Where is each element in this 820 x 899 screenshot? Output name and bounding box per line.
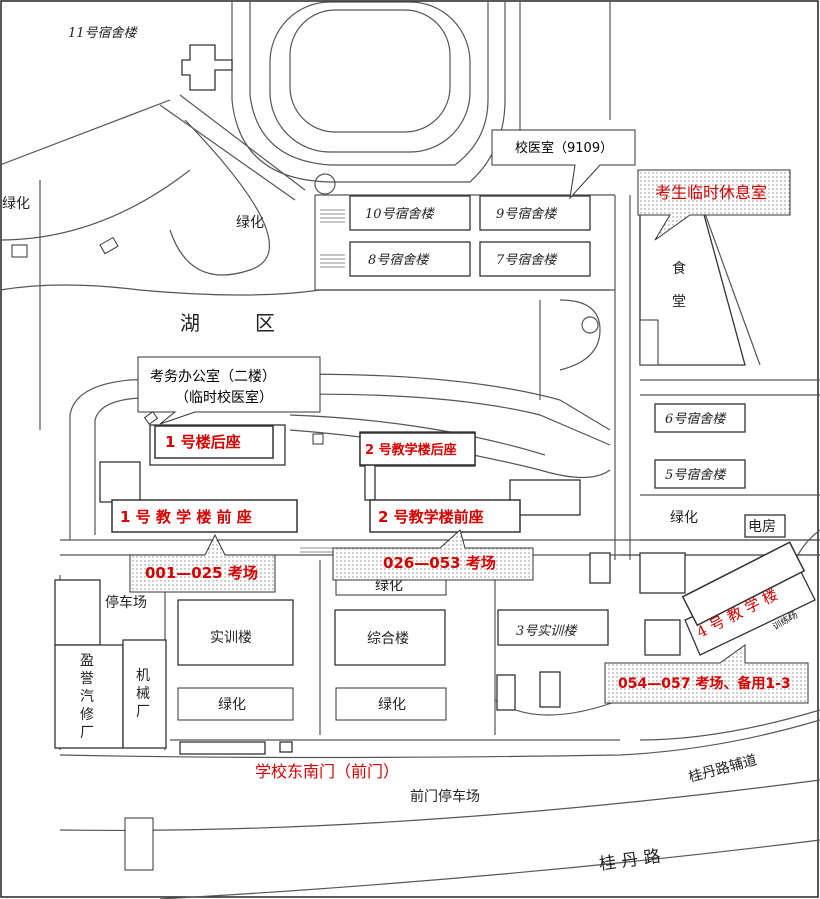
greening-top-label: 绿化 (236, 215, 264, 231)
room-026-callout (332, 529, 534, 581)
power-room-label: 电房 (748, 519, 776, 535)
dorm7-label: 7号宿舍楼 (496, 252, 558, 268)
machine-2: 械 (136, 686, 150, 702)
complex-bld-label: 综合楼 (367, 631, 409, 647)
greening-bottom-left-label: 绿化 (218, 697, 246, 713)
training-bld-label: 实训楼 (210, 630, 252, 646)
room-054-callout (604, 644, 809, 704)
stairs (300, 209, 345, 553)
dorm10-label: 10号宿舍楼 (365, 206, 436, 222)
gate-label: 学校东南门（前门） (255, 762, 399, 781)
dorm6-label: 6号宿舍楼 (665, 411, 727, 427)
room-001-text: 001—025 考场 (145, 564, 258, 582)
room-026-text: 026—053 考场 (383, 554, 496, 572)
front-parking-label: 前门停车场 (410, 788, 480, 805)
greening-nw-label: 绿化 (2, 196, 30, 212)
callouts: 校医室（9109） 考生临时休息室 考务办公室（二楼） （临时校医室） 001—… (129, 129, 809, 704)
auto-repair-4: 修 (80, 707, 94, 723)
b2-rear-label: 2 号教学楼后座 (365, 442, 457, 458)
greening-right-label: 绿化 (670, 510, 698, 526)
b1-rear-label: 1 号楼后座 (165, 433, 241, 451)
b1-rear-box (154, 425, 274, 459)
rest-room-text: 考生临时休息室 (655, 183, 767, 202)
lake-label-1: 湖 (180, 311, 200, 335)
b2-front-box (369, 499, 521, 533)
auto-repair-2: 誉 (80, 671, 94, 687)
rest-room-callout (637, 169, 791, 241)
exam-office-callout (137, 356, 321, 425)
parking-label: 停车场 (105, 594, 147, 611)
auto-repair-5: 厂 (80, 725, 94, 741)
canteen-label-2: 堂 (672, 294, 686, 310)
clinic-callout (491, 129, 636, 200)
exam-office-text-1: 考务办公室（二楼） (150, 368, 276, 385)
b1-front-box (111, 499, 298, 533)
buildings-plain (11, 44, 816, 871)
auto-repair-3: 汽 (80, 689, 94, 705)
b4-box (681, 541, 806, 627)
b2-rear-box (359, 432, 476, 466)
b2-front-label: 2 号教学楼前座 (378, 508, 484, 526)
b1-front-label: 1 号 教 学 楼 前 座 (120, 508, 252, 526)
training3-label: 3号实训楼 (516, 623, 578, 639)
dorm11-label: 11号宿舍楼 (68, 25, 139, 41)
machine-1: 机 (136, 668, 150, 684)
dorm5-label: 5号宿舍楼 (665, 467, 727, 483)
clinic-text: 校医室（9109） (515, 140, 613, 156)
lake-label-2: 区 (255, 311, 275, 335)
dorm8-label: 8号宿舍楼 (368, 252, 430, 268)
auto-repair-1: 盈 (80, 653, 94, 669)
machine-3: 厂 (136, 704, 150, 720)
exam-office-text-2: （临时校医室） (175, 389, 273, 406)
room-054-text: 054—057 考场、备用1-3 (618, 675, 791, 692)
dorm9-label: 9号宿舍楼 (496, 206, 558, 222)
room-001-callout (129, 533, 276, 593)
greening-mid-label: 绿化 (375, 578, 403, 594)
greening-bottom-mid-label: 绿化 (378, 697, 406, 713)
canteen-label-1: 食 (672, 260, 686, 277)
